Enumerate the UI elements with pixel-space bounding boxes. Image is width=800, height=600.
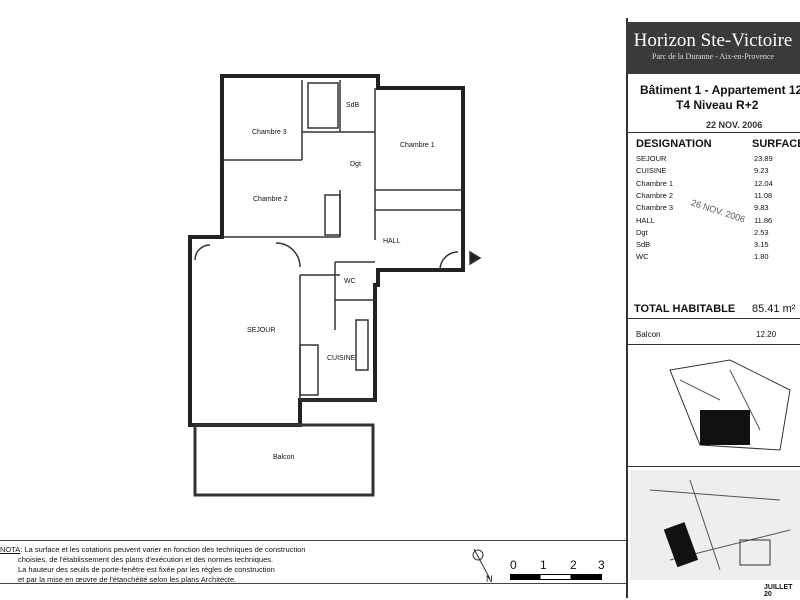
north-label: N bbox=[486, 574, 493, 584]
floor-plan bbox=[188, 74, 482, 497]
room-surface: 9.83 bbox=[754, 203, 769, 213]
room-name: WC bbox=[636, 252, 649, 262]
room-chambre1: Chambre 1 bbox=[400, 142, 435, 149]
project-subtitle: Parc de la Duranne - Aix-en-Provence bbox=[652, 52, 774, 61]
room-hall: HALL bbox=[383, 238, 401, 245]
surface-header: SURFACE bbox=[752, 138, 800, 150]
room-dgt: Dgt bbox=[350, 161, 361, 168]
north-arrow-icon bbox=[472, 548, 491, 580]
total-value: 85.41 m² bbox=[752, 303, 796, 315]
room-sdb: SdB bbox=[346, 102, 360, 109]
building-location-map bbox=[669, 359, 791, 451]
total-label: TOTAL HABITABLE bbox=[634, 303, 736, 315]
room-surface: 11.86 bbox=[754, 215, 773, 225]
room-sejour: SEJOUR bbox=[247, 327, 276, 334]
room-surface: 2.53 bbox=[754, 227, 769, 237]
surface-row: WC 1.80 bbox=[636, 252, 800, 261]
room-name: Chambre 3 bbox=[636, 203, 674, 213]
room-name: SEJOUR bbox=[636, 154, 667, 163]
room-name: HALL bbox=[636, 215, 655, 225]
surface-row: HALL 11.86 bbox=[636, 216, 800, 225]
surface-row: Chambre 3 9.83 bbox=[636, 203, 800, 212]
surface-row: CUISINE 9.23 bbox=[636, 166, 800, 175]
surface-row: SEJOUR 23.89 bbox=[636, 154, 800, 163]
designation-header: DESIGNATION bbox=[636, 138, 712, 150]
room-cuisine: CUISINE bbox=[327, 355, 356, 362]
room-name: Chambre 1 bbox=[636, 178, 674, 188]
surface-row: Dgt 2.53 bbox=[636, 228, 800, 237]
surface-row: Chambre 2 11.08 bbox=[636, 191, 800, 200]
stamp-date-1: 22 NOV. 2006 bbox=[706, 120, 763, 130]
room-chambre3: Chambre 3 bbox=[252, 129, 287, 136]
room-wc: WC bbox=[344, 278, 356, 285]
apartment-type: T4 Niveau R+2 bbox=[676, 98, 759, 112]
room-balcon: Balcon bbox=[273, 454, 295, 461]
info-panel bbox=[626, 18, 800, 598]
room-surface: 1.80 bbox=[754, 252, 769, 262]
site-plan-map bbox=[630, 470, 800, 580]
surface-row: Chambre 1 12.04 bbox=[636, 179, 800, 188]
nota-text: NOTA: La surface et les cotations peuven… bbox=[0, 545, 306, 584]
room-name: Dgt bbox=[636, 227, 648, 237]
room-name: Chambre 2 bbox=[636, 190, 674, 200]
room-surface: 23.89 bbox=[754, 154, 773, 163]
surface-row: SdB 3.15 bbox=[636, 240, 800, 249]
balcon-label: Balcon bbox=[636, 330, 661, 339]
room-name: CUISINE bbox=[636, 166, 667, 176]
room-surface: 12.04 bbox=[754, 178, 773, 188]
project-logo: Horizon Ste-Victoire Parc de la Duranne … bbox=[626, 22, 800, 74]
date-label: JUILLET 20 bbox=[764, 584, 793, 598]
balcon-value: 12.20 bbox=[756, 330, 777, 339]
room-surface: 11.08 bbox=[754, 190, 773, 200]
room-surface: 3.15 bbox=[754, 240, 769, 250]
room-chambre2: Chambre 2 bbox=[253, 196, 288, 203]
project-title: Horizon Ste-Victoire bbox=[633, 30, 793, 51]
building-title: Bâtiment 1 - Appartement 12 bbox=[640, 83, 800, 97]
room-surface: 9.23 bbox=[754, 166, 769, 176]
nota-prefix: NOTA bbox=[0, 545, 21, 554]
room-name: SdB bbox=[636, 240, 651, 250]
